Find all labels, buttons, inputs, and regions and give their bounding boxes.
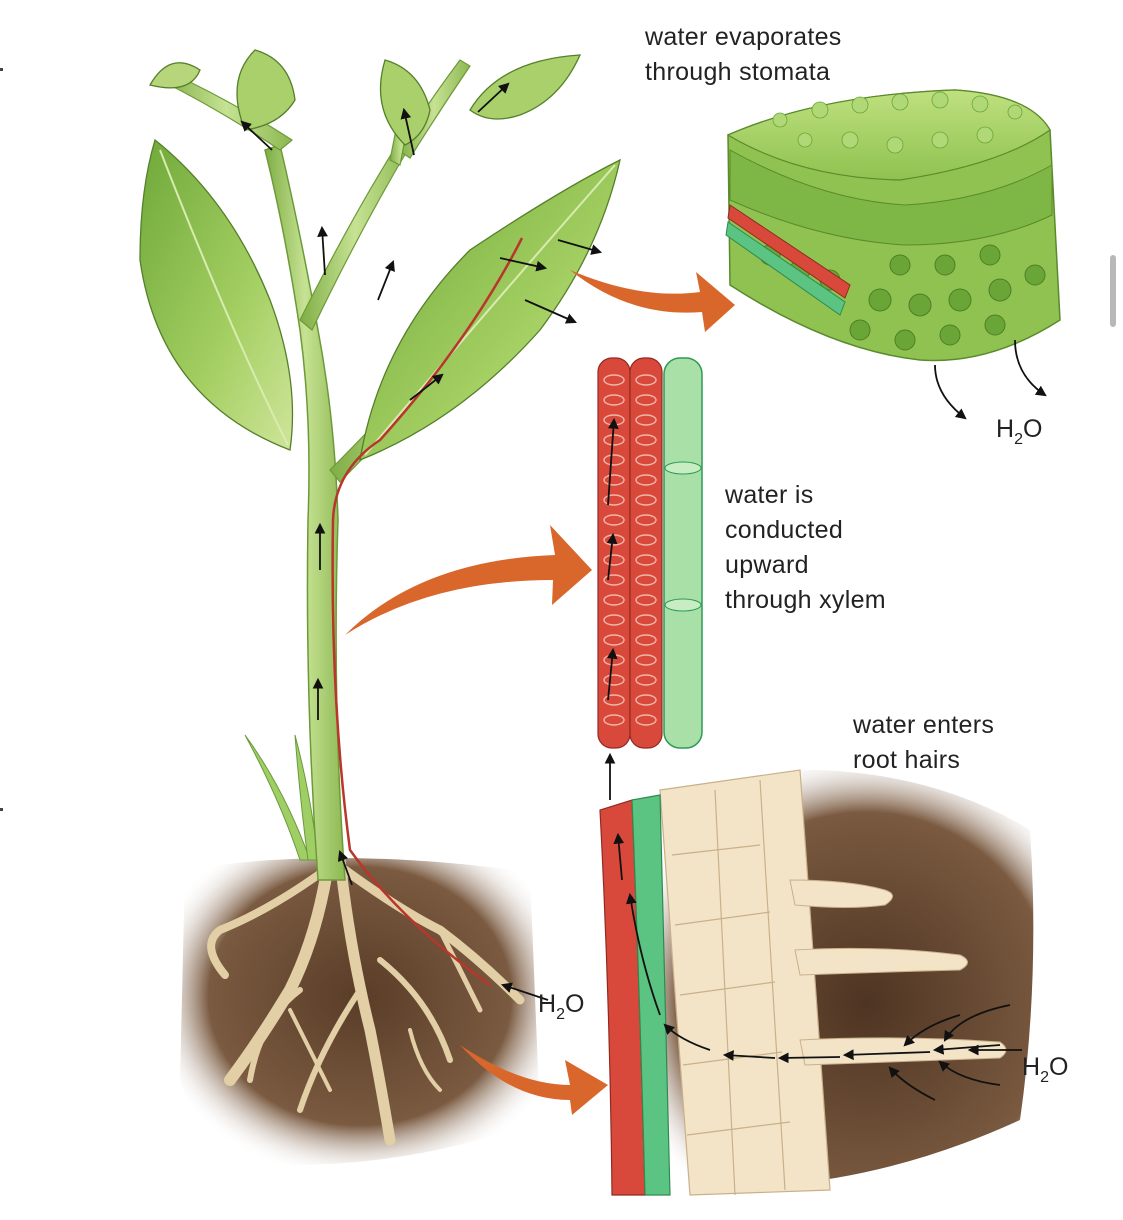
- h2o-label-leaf: H2O: [996, 415, 1043, 448]
- label-xylem-line3: upward: [725, 551, 809, 579]
- leaf-vein-phloem: [725, 221, 846, 316]
- leaf-top-mid: [379, 59, 431, 146]
- xylem-flow-arrows: [604, 417, 619, 800]
- edge-marker-top: [0, 68, 3, 71]
- label-xylem-line2: conducted: [725, 516, 844, 544]
- stomata-flow-arrows: [934, 339, 1047, 420]
- callout-arrows: [345, 270, 735, 1115]
- leaves: [139, 49, 621, 462]
- root-flow-arrows: [613, 832, 1022, 1101]
- label-root-hairs-line1: water enters: [853, 711, 995, 739]
- h2o-label-soil: H2O: [1022, 1053, 1069, 1086]
- vascular-column: [597, 357, 703, 800]
- leaf-vein-xylem: [727, 204, 851, 299]
- leaf-left: [139, 138, 294, 451]
- root-hair-top: [789, 879, 893, 908]
- label-root-hairs-line2: root hairs: [853, 746, 961, 774]
- root-section-block: [599, 769, 1034, 1196]
- label-xylem-line4: through xylem: [725, 586, 886, 614]
- leaf-small: [149, 62, 201, 89]
- xylem-rings: [603, 374, 657, 726]
- roots: [207, 844, 525, 1146]
- h2o-label-root: H2O: [538, 990, 585, 1023]
- edge-marker-bottom: [0, 808, 3, 811]
- stem-flow-arrows: [240, 82, 603, 1001]
- scrollbar-thumb[interactable]: [1110, 255, 1116, 327]
- grass-blades: [244, 734, 319, 861]
- callout-arrow-root: [460, 1045, 608, 1115]
- leaf-tissue-block: [725, 89, 1061, 362]
- root-hair-mid: [794, 947, 968, 976]
- label-stomata-line1: water evaporates: [645, 23, 842, 51]
- callout-arrow-leaf: [570, 270, 735, 332]
- label-stomata-line2: through stomata: [645, 58, 831, 86]
- label-xylem-line1: water is: [725, 481, 814, 509]
- xylem-path-line: [331, 237, 524, 987]
- label-stomata: water evaporates through stomata: [645, 20, 842, 90]
- callout-arrow-stem: [345, 525, 592, 635]
- label-xylem: water is conducted upward through xylem: [725, 478, 886, 618]
- leaf-top-left: [236, 49, 296, 131]
- leaf-top-right: [469, 54, 582, 120]
- label-root-hairs: water enters root hairs: [853, 708, 994, 778]
- cortex-cells: [671, 779, 791, 1196]
- leaf-veins: [159, 149, 616, 456]
